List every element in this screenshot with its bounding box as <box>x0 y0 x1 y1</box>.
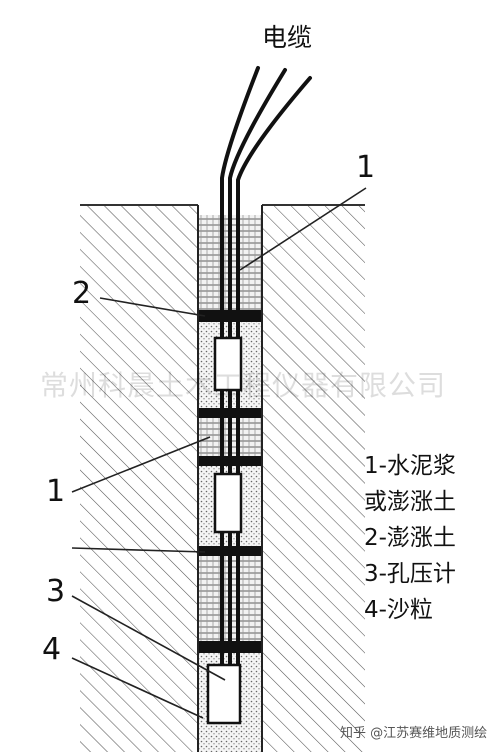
legend-item: 2-澎涨土 <box>364 525 456 551</box>
cable-label: 电缆 <box>262 23 313 52</box>
callout-1-middle: 1 <box>46 474 66 509</box>
cables <box>220 66 312 667</box>
callout-3: 3 <box>46 574 66 609</box>
credit: 知乎 @江苏赛维地质测绘 <box>340 726 488 741</box>
legend-item: 1-水泥浆 <box>364 453 456 479</box>
legend-item: 4-沙粒 <box>364 597 433 623</box>
callout-1-top: 1 <box>356 150 376 185</box>
legend: 1-水泥浆 或澎涨土 2-澎涨土 3-孔压计 4-沙粒 <box>364 448 456 628</box>
legend-item: 3-孔压计 <box>364 561 456 587</box>
piezometer-2 <box>213 472 243 534</box>
callout-2: 2 <box>72 276 92 311</box>
piezometer-1 <box>213 336 243 392</box>
watermark: 常州科晨土木工程仪器有限公司 <box>40 369 447 402</box>
callout-4: 4 <box>42 632 62 667</box>
leader-lines <box>71 187 367 719</box>
piezometer-3 <box>206 663 242 725</box>
legend-item: 或澎涨土 <box>364 489 456 515</box>
piezometers <box>206 336 243 725</box>
soil-ground <box>80 204 365 752</box>
